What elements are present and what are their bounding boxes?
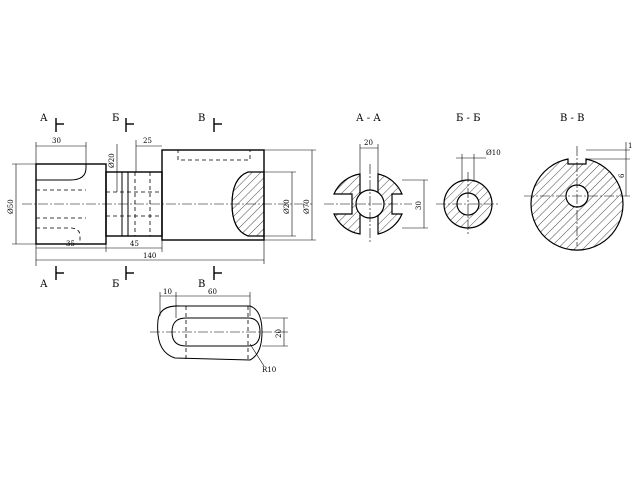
dim-r10-leader	[249, 343, 265, 367]
dim-aa-30: 30	[415, 201, 423, 210]
slot-detail-view	[150, 292, 290, 367]
dim-vv-1: 1	[628, 142, 632, 150]
section-bb	[436, 154, 500, 236]
dim-bot-r10: R10	[262, 366, 276, 374]
section-vv	[524, 142, 630, 251]
shaft-main-view	[12, 118, 316, 280]
label-section-v-top: В	[198, 113, 205, 124]
dim-bot-10: 10	[163, 288, 172, 296]
label-view-aa: А - А	[356, 113, 381, 124]
dim-phi20-right: Ø20	[283, 199, 291, 214]
label-section-b-bottom: Б	[112, 279, 119, 290]
label-view-vv: В - В	[560, 113, 584, 124]
dim-phi70: Ø70	[303, 199, 311, 214]
dim-bb-phi10: Ø10	[486, 149, 501, 157]
dim-bot-60: 60	[208, 288, 217, 296]
dim-vv-6: 6	[618, 173, 626, 178]
shaft-left-slot-upper	[36, 164, 87, 181]
slot-detail-outline	[157, 305, 263, 361]
dim-30-top: 30	[52, 137, 61, 145]
shaft-key-slot-hidden	[177, 149, 251, 161]
label-section-a-bottom: А	[40, 279, 48, 290]
label-view-bb: Б - Б	[456, 113, 480, 124]
dim-140: 140	[143, 252, 156, 260]
label-section-v-bottom: В	[198, 279, 205, 290]
dim-phi50: Ø50	[7, 199, 15, 214]
shaft-right-bore-hatch	[231, 171, 265, 237]
dim-bot-20: 20	[275, 329, 283, 338]
dim-phi20-mid: Ø20	[108, 153, 116, 168]
label-section-b-top: Б	[112, 113, 119, 124]
dim-aa-20: 20	[364, 139, 373, 147]
dim-45: 45	[130, 240, 139, 248]
label-section-a-top: А	[40, 113, 48, 124]
section-aa	[324, 144, 428, 244]
dim-35: 35	[66, 240, 75, 248]
dim-25: 25	[143, 137, 152, 145]
slot-detail-slot	[171, 317, 261, 347]
